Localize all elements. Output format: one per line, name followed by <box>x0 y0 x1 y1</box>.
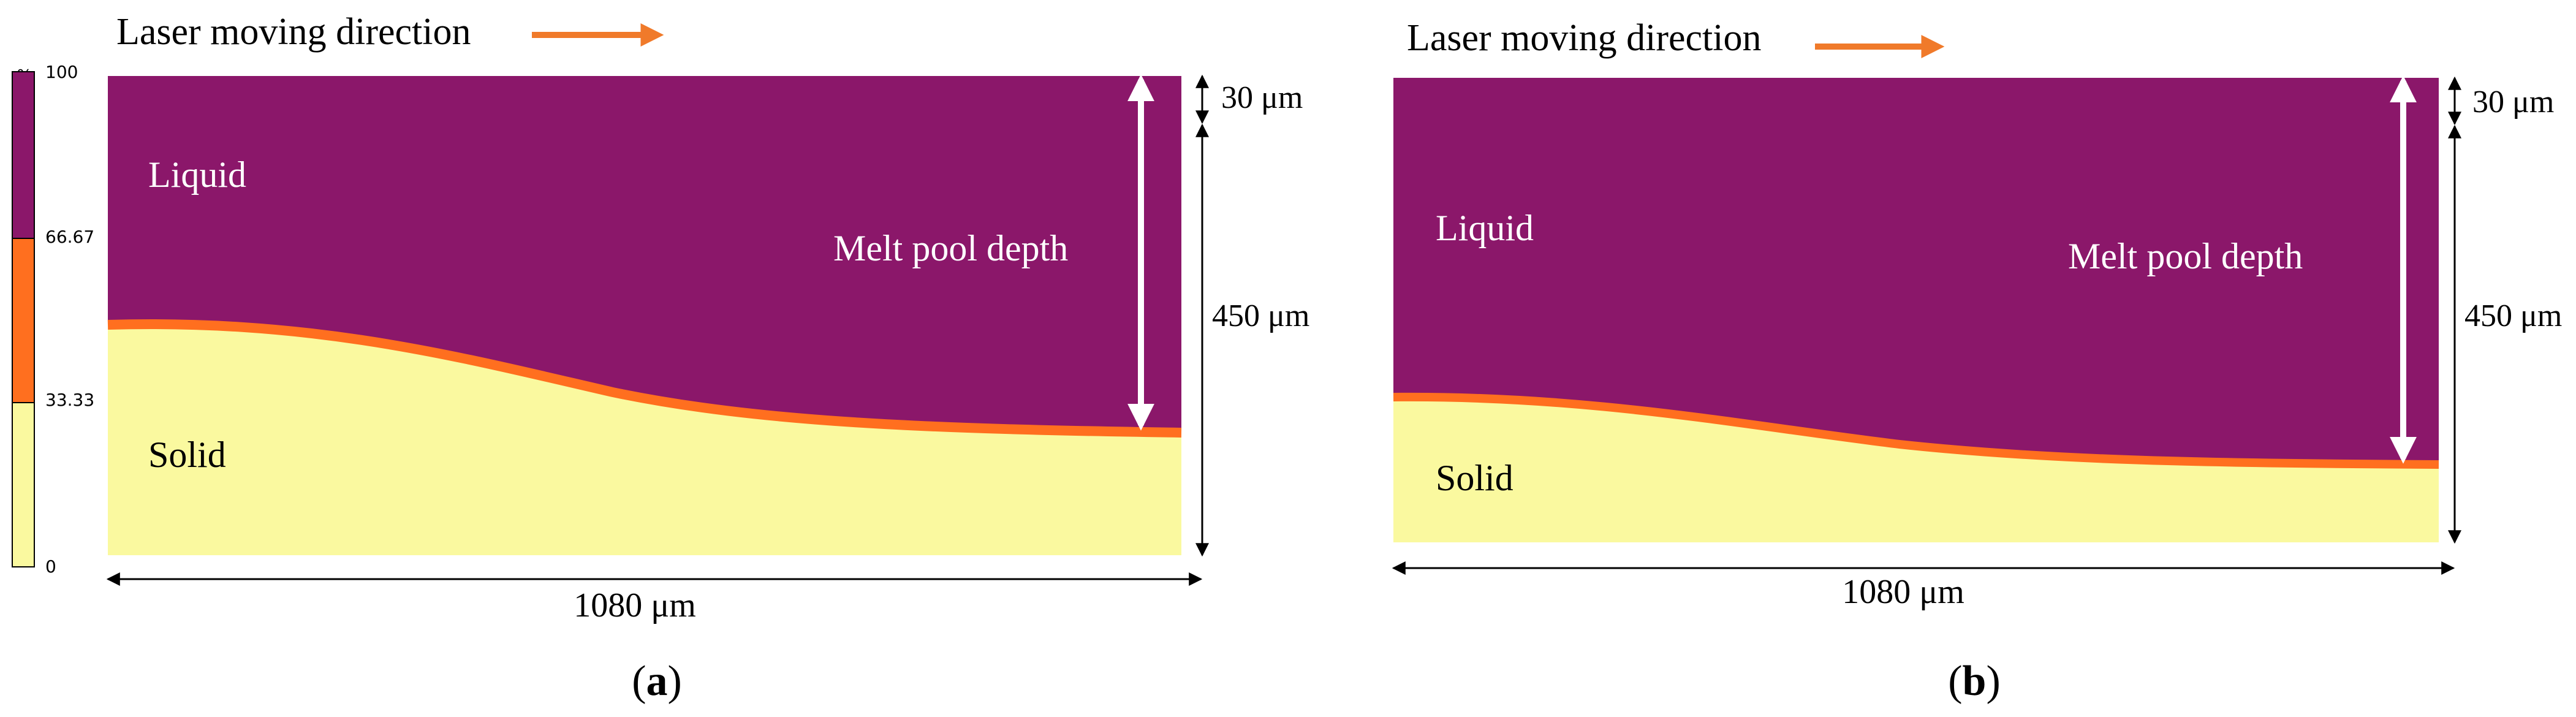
solid-label: Solid <box>1436 458 1513 498</box>
panel-b: Laser moving direction Liquid Solid Melt… <box>1392 17 2562 705</box>
colorbar-band-top <box>12 71 35 239</box>
solid-liquid-interface <box>1393 392 2439 469</box>
melt-pool-depth-label: Melt pool depth <box>2068 236 2303 276</box>
laser-direction-label: Laser moving direction <box>1407 17 1762 59</box>
width-dimension-label: 1080 μm <box>1842 573 1964 611</box>
liquid-label: Liquid <box>148 154 246 195</box>
colorbar-tick-0: 0 <box>45 556 56 577</box>
height-dimension-label: 450 μm <box>2464 298 2562 333</box>
width-dimension-label: 1080 μm <box>574 586 696 624</box>
solid-region <box>108 324 1181 555</box>
panel-caption: (a) <box>632 658 682 705</box>
laser-direction-label: Laser moving direction <box>116 11 471 53</box>
colorbar-band-bottom <box>12 402 35 567</box>
panel-caption: (b) <box>1948 658 2001 705</box>
melt-pool-depth-label: Melt pool depth <box>833 228 1068 268</box>
top-dimension-label: 30 μm <box>1221 80 1303 115</box>
colorbar-band-middle <box>12 238 35 403</box>
solid-label: Solid <box>148 434 226 475</box>
colorbar-tick-66: 66.67 <box>45 227 94 247</box>
height-dimension-label: 450 μm <box>1212 298 1309 333</box>
panel-a: Laser moving direction Liquid Solid Melt… <box>106 11 1309 705</box>
liquid-label: Liquid <box>1436 208 1534 248</box>
solid-liquid-interface <box>107 319 1182 438</box>
colorbar-tick-33: 33.33 <box>45 390 94 410</box>
colorbar-tick-100: 100 <box>45 62 78 82</box>
colorbar: % 100 66.67 33.33 0 <box>12 62 94 577</box>
top-dimension-label: 30 μm <box>2472 85 2554 120</box>
solid-region <box>1393 396 2439 542</box>
